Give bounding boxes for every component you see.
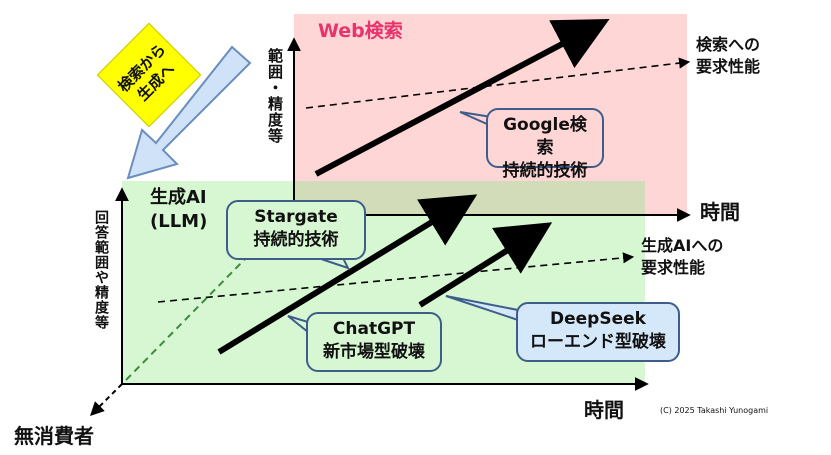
chatgpt-callout: ChatGPT 新市場型破壊 xyxy=(306,312,442,372)
ai-requirement-line2: 要求性能 xyxy=(641,258,706,277)
generative-ai-title-line2: (LLM) xyxy=(150,211,208,232)
stargate-dashed-line xyxy=(125,256,248,381)
search-requirement-line xyxy=(305,57,691,109)
web-search-title: Web検索 xyxy=(318,20,403,42)
chatgpt-trajectory xyxy=(217,194,478,355)
stargate-callout-line2: 持続的技術 xyxy=(253,230,339,250)
upper-x-axis-label: 時間 xyxy=(700,200,740,224)
google-callout-line2: 持続的技術 xyxy=(502,161,588,181)
google-trajectory xyxy=(314,18,610,177)
deepseek-callout-line1: DeepSeek xyxy=(550,309,646,329)
chatgpt-callout-line2: 新市場型破壊 xyxy=(323,342,425,362)
upper-y-axis-label: 範囲・精度等 xyxy=(266,48,284,144)
search-requirement-line1: 検索への xyxy=(696,35,761,54)
lower-y-axis-label: 回答範囲や精度等 xyxy=(93,210,109,330)
nonconsumer-arrow xyxy=(90,383,123,416)
google-callout: Google検索 持続的技術 xyxy=(486,108,604,181)
stargate-callout: Stargate 持続的技術 xyxy=(226,200,366,260)
ai-requirement-line1: 生成AIへの xyxy=(641,236,724,255)
search-requirement-line2: 要求性能 xyxy=(696,57,761,76)
deepseek-trajectory xyxy=(418,222,553,308)
ai-requirement-label: 生成AIへの 要求性能 xyxy=(641,235,723,279)
search-requirement-label: 検索への 要求性能 xyxy=(696,34,760,78)
migration-arrow xyxy=(126,45,252,180)
stargate-callout-line1: Stargate xyxy=(254,207,338,227)
ai-requirement-line xyxy=(157,252,635,303)
deepseek-callout: DeepSeek ローエンド型破壊 xyxy=(516,302,680,362)
chatgpt-callout-line1: ChatGPT xyxy=(332,319,416,339)
google-callout-line1: Google検索 xyxy=(503,115,587,158)
copyright-text: (C) 2025 Takashi Yunogami xyxy=(660,406,769,415)
generative-ai-title: 生成AI (LLM) xyxy=(150,186,207,234)
generative-ai-title-line1: 生成AI xyxy=(150,187,207,208)
nonconsumer-label: 無消費者 xyxy=(14,424,94,448)
deepseek-callout-line2: ローエンド型破壊 xyxy=(530,332,666,352)
lower-x-axis-label: 時間 xyxy=(584,398,624,422)
